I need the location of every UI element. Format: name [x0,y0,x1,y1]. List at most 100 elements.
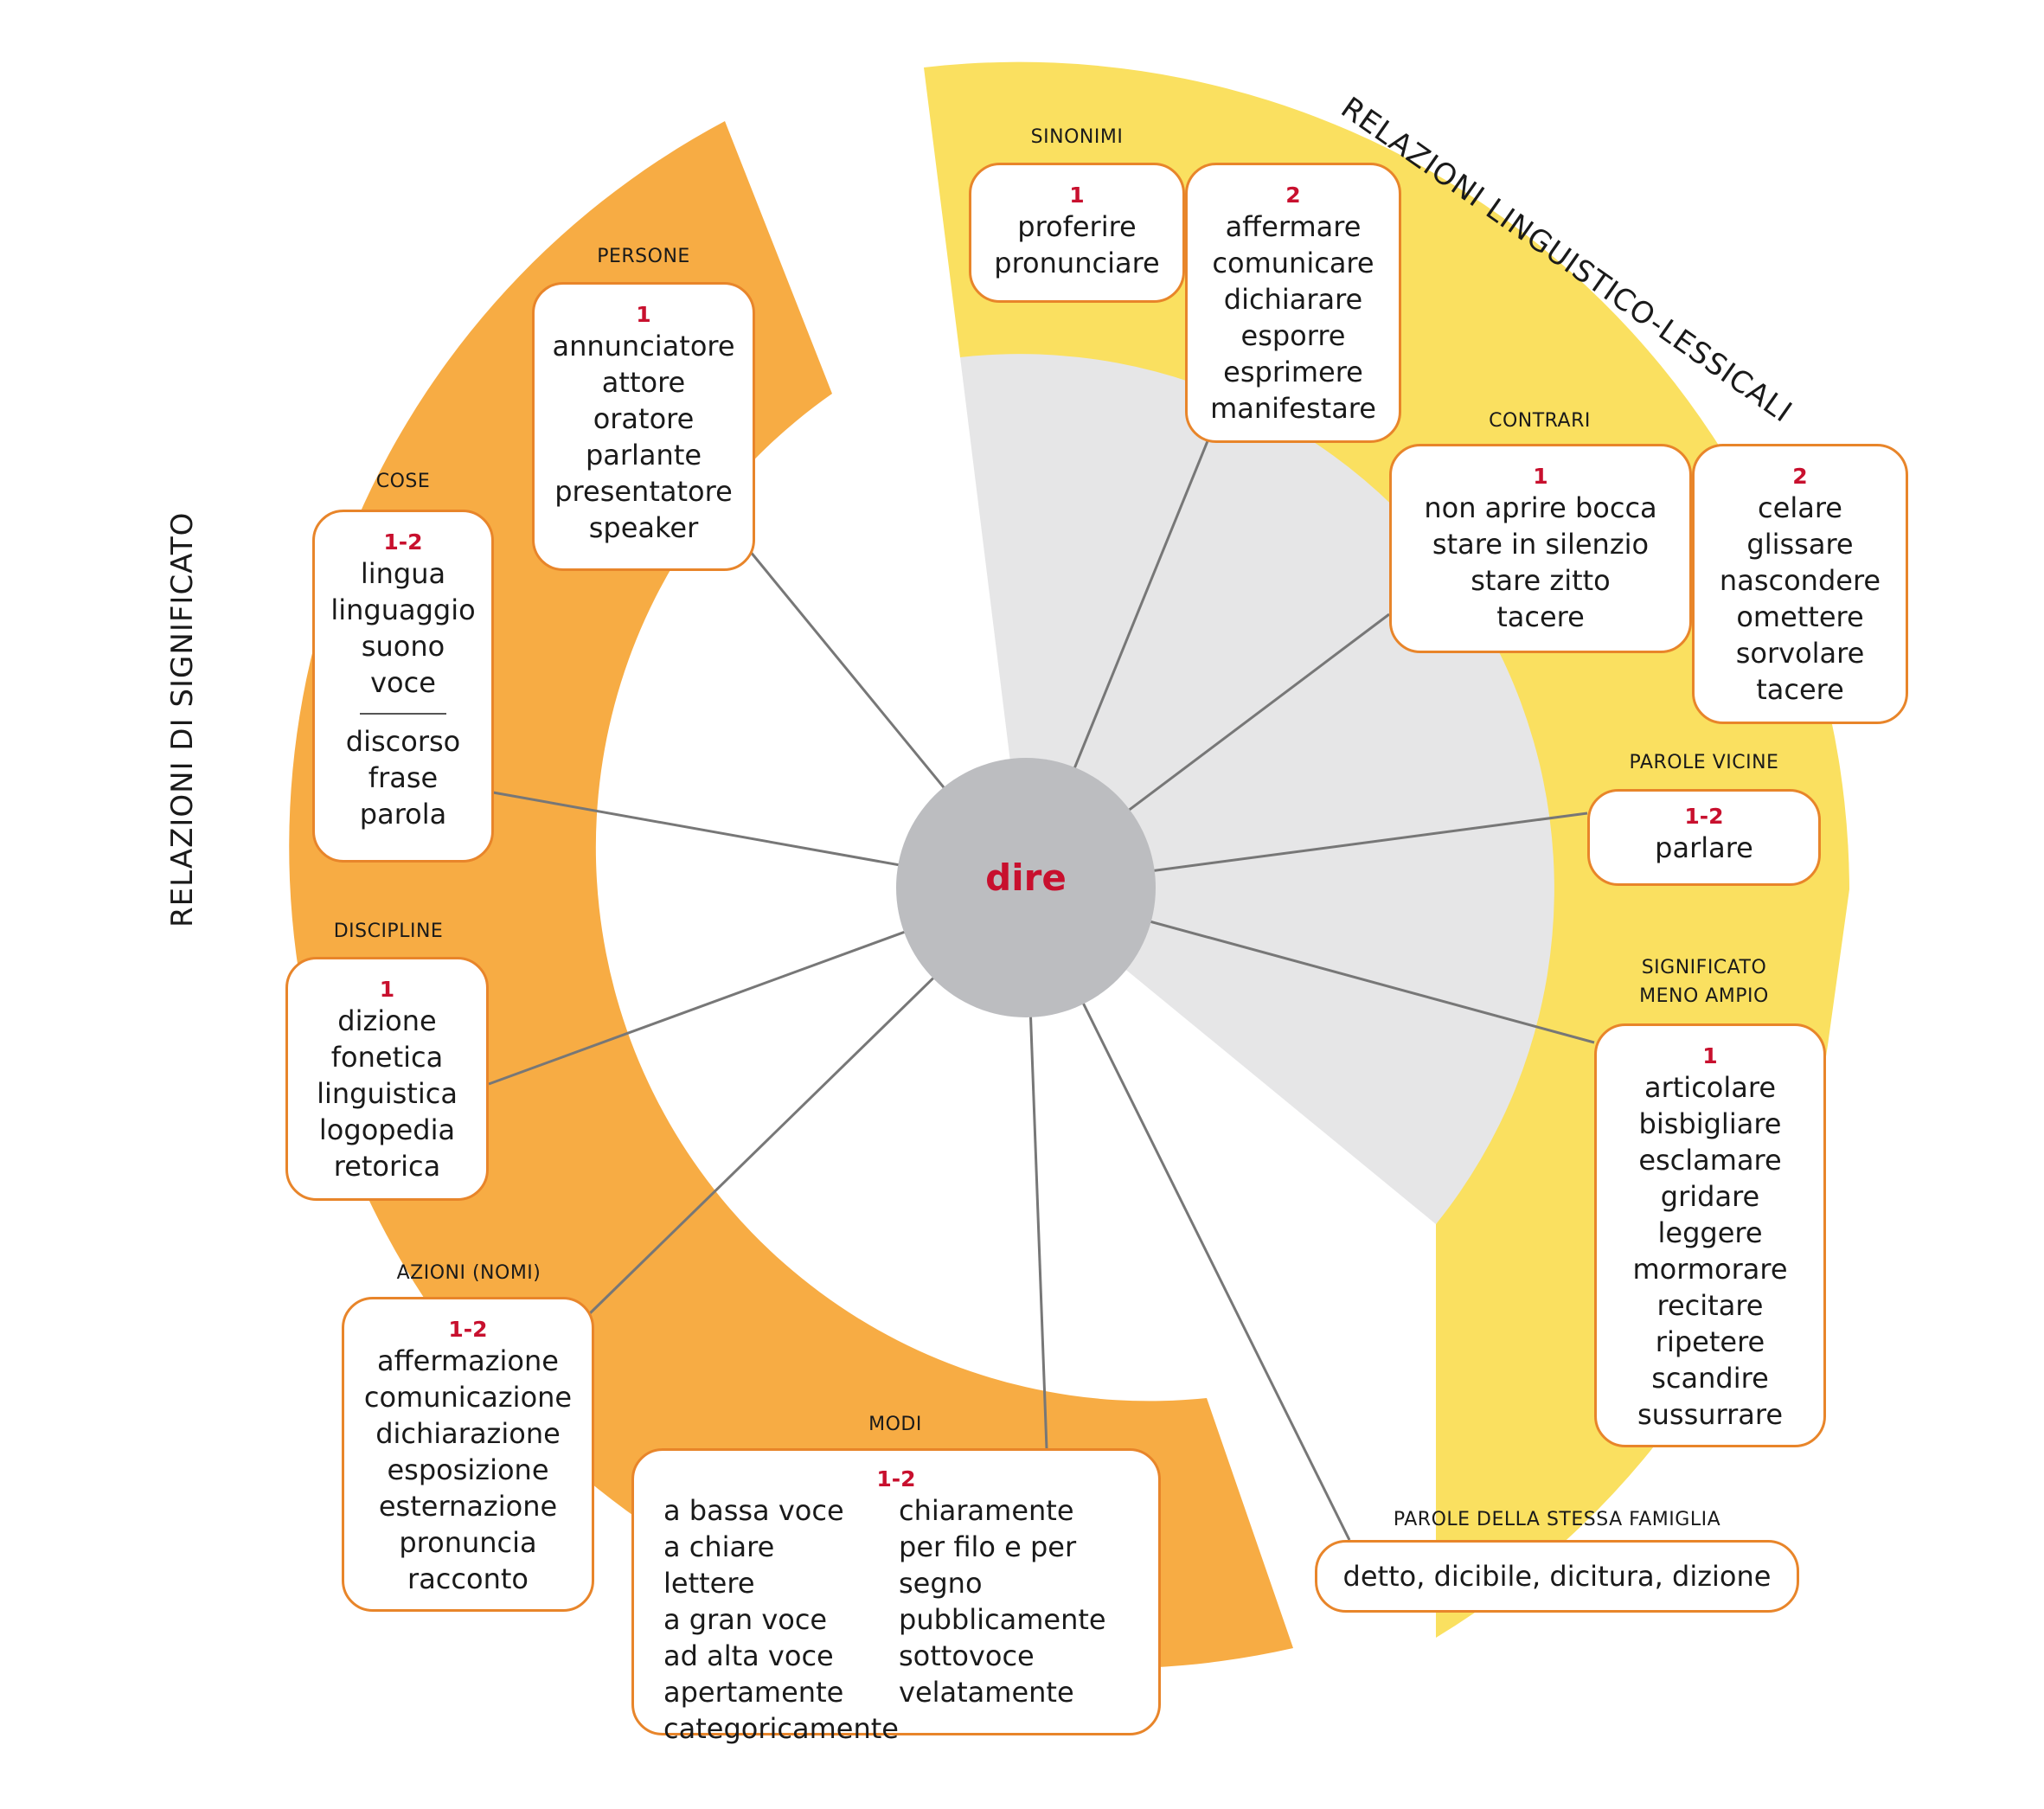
category-cose: COSE [375,471,431,492]
group-title-left: RELAZIONI DI SIGNIFICATO [165,512,200,927]
box-sinonimi-1-number: 1 [1069,183,1085,208]
box-azioni-number: 1-2 [448,1317,488,1342]
list-item: pronunciare [994,247,1160,279]
list-item: esposizione [387,1453,549,1486]
list-item: tacere [1496,600,1585,633]
category-sinonimi: SINONIMI [1030,126,1124,148]
box-contrari-1: 1 non aprire bocca stare in silenzio sta… [1389,444,1692,653]
list-item: scandire [1651,1362,1769,1395]
list-item: articolare [1644,1071,1776,1104]
box-significato-meno-ampio: 1 articolare bisbigliare esclamare grida… [1594,1023,1826,1447]
box-famiglia: detto, dicibile, dicitura, dizione [1315,1540,1799,1613]
category-famiglia: PAROLE DELLA STESSA FAMIGLIA [1393,1509,1721,1530]
famiglia-text: detto, dicibile, dicitura, dizione [1342,1560,1772,1593]
list-item: pronuncia [399,1526,537,1559]
list-item: affermare [1225,210,1362,243]
list-item: affermazione [377,1344,559,1377]
box-significato-number: 1 [1702,1043,1718,1068]
list-item: recitare [1656,1289,1764,1322]
box-discipline: 1 dizione fonetica linguistica logopedia… [285,957,489,1201]
list-item: ad alta voce [663,1639,834,1672]
list-item: apertamente [663,1676,844,1709]
list-item: logopedia [318,1113,456,1146]
list-item: lingua [360,557,446,590]
list-item: bisbigliare [1638,1107,1782,1140]
list-item: attore [601,366,686,399]
list-item: gridare [1660,1180,1760,1213]
list-item: esternazione [378,1490,558,1523]
list-item: a gran voce [663,1603,828,1636]
box-parole-vicine-number: 1-2 [1684,804,1724,829]
list-item: dichiarare [1223,283,1363,316]
list-item: stare zitto [1471,564,1611,597]
list-item: speaker [588,511,699,544]
list-item: linguistica [317,1077,458,1110]
list-item: dichiarazione [375,1417,561,1450]
box-contrari-2-number: 2 [1792,464,1808,489]
list-item: tacere [1756,673,1844,706]
list-item: sottovoce [899,1639,1035,1672]
box-contrari-2: 2 celare glissare nascondere omettere so… [1692,444,1908,724]
list-item: manifestare [1210,392,1376,425]
box-cose-divider [360,713,446,715]
box-azioni: 1-2 affermazione comunicazione dichiaraz… [342,1297,594,1612]
list-item: retorica [333,1150,441,1183]
list-item: a chiare lettere [663,1530,775,1600]
list-item: celare [1758,491,1842,524]
list-item: comunicazione [363,1381,573,1414]
list-item: omettere [1736,600,1864,633]
box-sinonimi-2-number: 2 [1285,183,1301,208]
modi-column-2: chiaramente per filo e per segno pubblic… [899,1492,1158,1747]
list-item: parlare [1655,831,1753,864]
list-item: comunicare [1212,247,1374,279]
box-sinonimi-1: 1 proferire pronunciare [969,163,1185,303]
list-item: sussurrare [1637,1398,1784,1431]
list-item: ripetere [1655,1325,1765,1358]
list-item: esprimere [1223,356,1363,388]
list-item: parlante [585,439,702,471]
list-item: categoricamente [663,1712,899,1745]
list-item: discorso [345,725,461,758]
list-item: parola [359,798,447,831]
list-item: non aprire bocca [1424,491,1657,524]
list-item: oratore [593,402,695,435]
box-sinonimi-2: 2 affermare comunicare dichiarare esporr… [1185,163,1401,443]
box-contrari-1-number: 1 [1533,464,1548,489]
box-parole-vicine: 1-2 parlare [1587,789,1821,886]
category-significato-line1: SIGNIFICATO [1641,957,1767,978]
category-significato-line2: MENO AMPIO [1639,985,1769,1007]
category-contrari: CONTRARI [1489,410,1591,432]
list-item: leggere [1657,1216,1763,1249]
list-item: pubblicamente [899,1603,1106,1636]
list-item: nascondere [1719,564,1881,597]
list-item: esclamare [1638,1144,1782,1177]
category-azioni: AZIONI (NOMI) [396,1262,541,1284]
list-item: dizione [337,1004,437,1037]
box-persone: 1 annunciatore attore oratore parlante p… [532,282,755,571]
list-item: per filo e per segno [899,1530,1077,1600]
list-item: esporre [1240,319,1346,352]
box-modi-number: 1-2 [876,1466,916,1491]
category-persone: PERSONE [597,246,690,267]
list-item: proferire [1017,210,1137,243]
modi-column-1: a bassa voce a chiare lettere a gran voc… [663,1492,899,1747]
list-item: chiaramente [899,1494,1074,1527]
category-modi: MODI [868,1414,922,1435]
category-discipline: DISCIPLINE [333,921,444,942]
list-item: velatamente [899,1676,1074,1709]
list-item: frase [368,761,439,794]
list-item: a bassa voce [663,1494,844,1527]
category-parole-vicine: PAROLE VICINE [1629,752,1779,773]
list-item: presentatore [554,475,733,508]
center-circle [896,758,1156,1017]
list-item: glissare [1746,528,1854,561]
category-significato-meno-ampio: SIGNIFICATO MENO AMPIO [1592,953,1817,1010]
list-item: linguaggio [330,593,476,626]
list-item: stare in silenzio [1432,528,1650,561]
list-item: voce [370,666,436,699]
box-discipline-number: 1 [379,977,395,1002]
list-item: sorvolare [1735,637,1865,670]
list-item: racconto [407,1562,529,1595]
box-modi: 1-2 a bassa voce a chiare lettere a gran… [631,1448,1161,1745]
box-cose: 1-2 lingua linguaggio suono voce discors… [312,510,494,863]
